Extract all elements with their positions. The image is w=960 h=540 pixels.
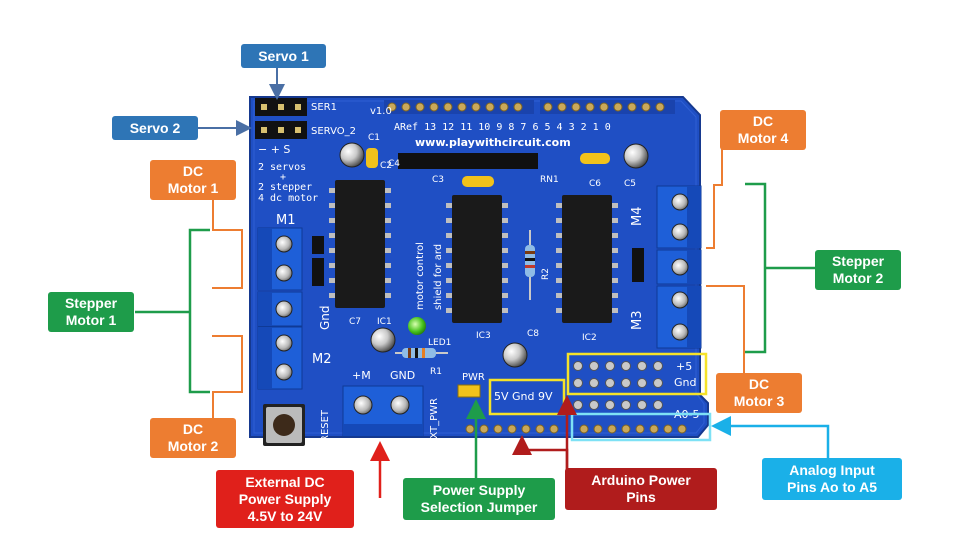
desc-line-2: +	[280, 172, 286, 183]
gnd-left-label: Gnd	[318, 305, 332, 330]
capacitor-c6	[580, 153, 610, 164]
ser1-label: SER1	[311, 102, 337, 113]
ext-pwr-label: EXT_PWR	[429, 398, 440, 445]
r1-label: R1	[430, 367, 442, 377]
capacitor-c7	[370, 327, 396, 353]
version-label: v1.0	[370, 106, 392, 117]
dc-motor1-bracket	[212, 200, 243, 289]
left-small-headers	[312, 236, 324, 286]
bottom-power-header	[465, 424, 559, 434]
gnd-bottom-label: GND	[390, 369, 415, 382]
c6-label: C6	[589, 179, 601, 189]
c8-label: C8	[527, 329, 539, 339]
desc-line-3: 2 stepper	[258, 182, 312, 193]
terminal-block-gnd-right	[656, 249, 702, 285]
c5-label: C5	[624, 179, 636, 189]
ext-power-terminal	[342, 385, 424, 437]
m3-label: M3	[630, 311, 645, 331]
power-polarity-label: − + S	[258, 143, 290, 156]
m2-label: M2	[312, 352, 332, 367]
led1-label: LED1	[428, 338, 451, 348]
power-jumper	[457, 384, 481, 398]
c2-label: C2	[380, 161, 392, 171]
ic3-chip	[446, 195, 508, 323]
vertical-text-motor-control: motor control	[415, 242, 426, 310]
led1	[408, 317, 426, 335]
vertical-text-shield: shield for ard	[433, 244, 444, 310]
dc-motor2-bracket	[212, 335, 243, 418]
pwr-label: PWR	[462, 372, 485, 383]
plus5-label: +5	[676, 360, 692, 373]
c7-label: C7	[349, 317, 361, 327]
dc-motor3-bracket	[706, 285, 745, 376]
analog-arrow	[711, 416, 830, 458]
reset-button	[263, 404, 305, 446]
website-label: www.playwithcircuit.com	[415, 136, 571, 149]
terminal-block-m4	[656, 185, 702, 249]
resistor-r2	[525, 230, 535, 300]
c4-label: C4	[388, 159, 400, 169]
gnd-right-label: Gnd	[674, 376, 696, 389]
dc-motor4-bracket	[706, 147, 754, 249]
stepper2-bracket	[745, 182, 767, 354]
m1-label: M1	[276, 213, 296, 228]
capacitor-c2	[366, 148, 378, 168]
capacitor-c1	[339, 142, 365, 168]
m4-label: M4	[630, 207, 645, 227]
stepper1-bracket	[188, 228, 210, 394]
ic2-label: IC2	[582, 333, 597, 343]
power-pins-label: 5V Gnd 9V	[494, 390, 553, 403]
capacitor-c8	[502, 342, 528, 368]
c3-label: C3	[432, 175, 444, 185]
terminal-block-gnd-left	[257, 291, 303, 327]
servo-1-label: Servo 1	[241, 44, 326, 68]
capacitor-c3	[462, 176, 494, 187]
ic1-chip	[329, 180, 391, 308]
capacitor-c5	[623, 143, 649, 169]
resistor-network-rn1	[398, 153, 538, 169]
plus5-gnd-header	[573, 361, 663, 388]
servo-headers	[255, 98, 307, 139]
terminal-block-m2	[257, 326, 303, 390]
terminal-block-m1	[257, 227, 303, 291]
reset-label: RESET	[320, 409, 331, 442]
servo2-silk-label: SERVO_2	[311, 126, 356, 137]
a0-a5-upper-header	[573, 400, 663, 410]
digital-pin-numbers: ARef 13 12 11 10 9 8 7 6 5 4 3 2 1 0	[394, 122, 611, 133]
ic3-label: IC3	[476, 331, 491, 341]
resistor-r1	[395, 348, 448, 358]
ic1-label: IC1	[377, 317, 392, 327]
desc-line-1: 2 servos	[258, 162, 306, 173]
digital-header	[384, 100, 675, 114]
right-small-headers	[632, 248, 644, 282]
terminal-block-m3	[656, 285, 702, 349]
plus-m-label: +M	[352, 369, 371, 382]
rn1-label: RN1	[540, 175, 559, 185]
plus5-gnd-highlight	[566, 352, 708, 396]
ic2-chip	[556, 195, 618, 323]
analog-header	[579, 424, 687, 434]
r2-label: R2	[541, 268, 551, 280]
desc-line-4: 4 dc motor	[258, 193, 318, 204]
c1-label: C1	[368, 133, 380, 143]
servo-2-label: Servo 2	[112, 116, 198, 140]
analog-pins-highlight	[570, 412, 712, 442]
arduino-power-arrow	[512, 435, 569, 470]
